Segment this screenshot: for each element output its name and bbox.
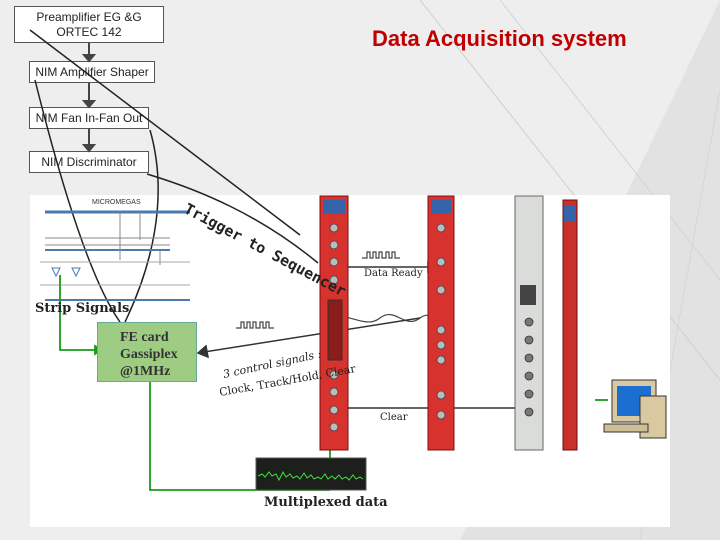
fe-card-line-3: @1MHz (120, 364, 171, 379)
vme-controller-module (562, 199, 578, 451)
data-ready-label: Data Ready (364, 268, 423, 279)
preamplifier-box: Preamplifier EG &G ORTEC 142 (14, 6, 164, 43)
fe-card-line-2: Gassiplex (120, 347, 178, 362)
sequencer-module (319, 195, 349, 451)
multiplexed-waveform (255, 457, 367, 491)
micromegas-schematic (40, 210, 190, 301)
slide-title: Data Acquisition system (372, 26, 627, 51)
readout-module (514, 195, 544, 451)
clear-label: Clear (380, 412, 408, 423)
fe-card-line-1: FE card (120, 330, 169, 345)
strip-signals-label: Strip Signals (35, 301, 130, 316)
fe-card-box: FE card Gassiplex @1MHz (97, 322, 197, 382)
multiplexed-data-label: Multiplexed data (264, 495, 388, 510)
preamp-label-1: Preamplifier EG &G (36, 10, 142, 24)
preamp-label-2: ORTEC 142 (56, 25, 122, 39)
nim-shaper-box: NIM Amplifier Shaper (29, 61, 155, 83)
computer-icon (603, 379, 667, 439)
micromegas-label: MICROMEGAS (92, 199, 141, 206)
adc-module (427, 195, 455, 451)
